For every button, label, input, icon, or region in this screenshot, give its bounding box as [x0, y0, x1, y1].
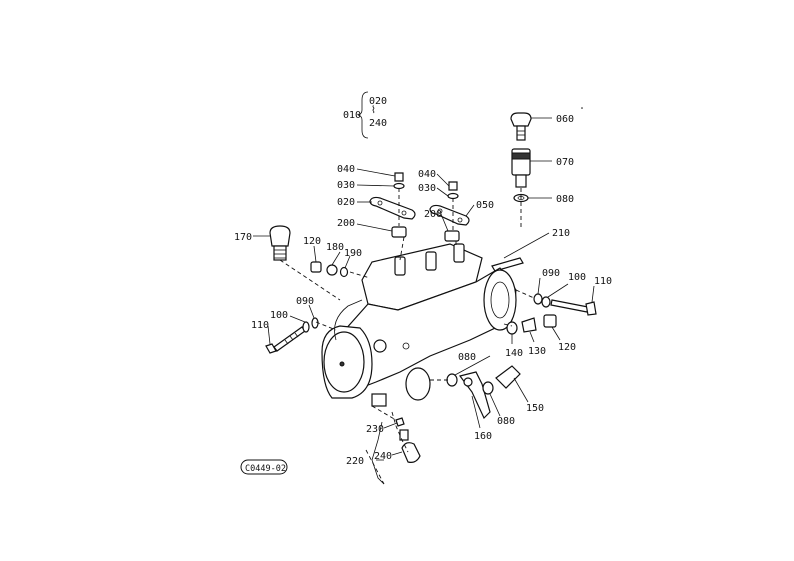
group-from-label: 020	[369, 96, 387, 107]
callout-labels: 060 070 080 040 030 020 040 030 050 200 …	[234, 114, 612, 467]
banjo-bolt-head	[510, 112, 532, 127]
bottom-nipple-set	[391, 411, 421, 463]
bolt-110-left-head	[265, 343, 277, 354]
callout-100-right: 100	[568, 272, 586, 283]
stray-dot	[581, 107, 583, 109]
callout-080-lever: 080	[458, 352, 476, 363]
callout-200-left: 200	[337, 218, 355, 229]
group-to-label: 240	[369, 118, 387, 129]
diagram-code-box: C0449-02	[240, 459, 288, 475]
left-bolt-set	[265, 317, 319, 354]
right-fittings	[506, 314, 557, 335]
rear-cylinder	[483, 269, 517, 331]
bottom-fitting	[371, 393, 387, 407]
group-main-label: 010	[343, 110, 361, 121]
fitting-150	[495, 365, 521, 389]
inlet-fitting-assembly	[510, 112, 532, 203]
callout-130: 130	[528, 346, 546, 357]
pipe-line	[334, 299, 363, 341]
callout-030-left: 030	[337, 180, 355, 191]
banjo-bolt-shank	[516, 125, 526, 141]
callout-110-left: 110	[251, 320, 269, 331]
group-brace	[357, 91, 369, 139]
nut-040-left	[394, 172, 404, 182]
callout-120-right: 120	[558, 342, 576, 353]
clamp-plate-020	[369, 196, 416, 220]
delivery-holder-2	[425, 251, 437, 271]
callout-090-left: 090	[296, 296, 314, 307]
callout-030-right: 030	[418, 183, 436, 194]
front-cover-face	[323, 331, 365, 393]
callout-150: 150	[526, 403, 544, 414]
nut-040-right	[448, 181, 458, 191]
adjust-screw	[373, 339, 387, 353]
delivery-holder-1	[394, 256, 406, 276]
callout-070: 070	[556, 157, 574, 168]
washer-190	[339, 266, 349, 278]
callout-140: 140	[505, 348, 523, 359]
washer-080-lever	[446, 373, 458, 387]
plug-120-upper	[310, 261, 322, 273]
callout-040-left: 040	[337, 164, 355, 175]
callout-240: 240	[374, 451, 392, 462]
filter-nozzle	[515, 174, 527, 188]
callout-210: 210	[552, 228, 570, 239]
washer-030-right	[447, 192, 459, 200]
group-tilde: ⌇	[371, 105, 376, 116]
washer-100-left	[302, 321, 310, 333]
callout-160: 160	[474, 431, 492, 442]
nipple-220	[401, 442, 421, 463]
callout-110-right: 110	[594, 276, 612, 287]
bolt-110-right-head	[585, 301, 597, 316]
part-230	[395, 417, 405, 427]
assembly-axes	[279, 188, 535, 485]
callout-220: 220	[346, 456, 364, 467]
callout-230: 230	[366, 424, 384, 435]
washer-140	[506, 321, 518, 335]
washer-100-right	[541, 296, 551, 308]
callout-190: 190	[344, 248, 362, 259]
callout-100-left: 100	[270, 310, 288, 321]
callout-180: 180	[326, 242, 344, 253]
callout-090-right: 090	[542, 268, 560, 279]
callout-040-right: 040	[418, 169, 436, 180]
callout-060: 060	[556, 114, 574, 125]
callout-020: 020	[337, 197, 355, 208]
bolt-170	[269, 225, 291, 261]
callout-050: 050	[476, 200, 494, 211]
upper-left-fittings	[310, 261, 349, 278]
bolt-110-right-shank	[550, 299, 589, 313]
filter-band	[511, 152, 531, 160]
right-clamp-parts	[429, 181, 470, 242]
callout-080-lower: 080	[497, 416, 515, 427]
callout-200-right: 200	[424, 209, 442, 220]
washer-080-lower	[482, 381, 494, 395]
diagram-code: C0449-02	[245, 464, 286, 474]
injection-pump-body	[321, 243, 517, 407]
lever-boss	[405, 367, 431, 401]
group-reference: 010 020 ⌇ 240	[343, 91, 387, 139]
callout-170: 170	[234, 232, 252, 243]
clamp-plate-050	[429, 204, 470, 226]
stop-lever-set	[446, 365, 521, 420]
lever-160	[458, 371, 491, 420]
cap-200-left	[391, 226, 407, 238]
bottom-group-brace	[371, 421, 385, 485]
plug-120-right	[543, 314, 557, 328]
washer-030-left	[393, 182, 405, 190]
bolt-110-left-shank	[273, 326, 306, 352]
cap-200-right	[444, 230, 460, 242]
callout-080-washer: 080	[556, 194, 574, 205]
fitting-130	[521, 317, 537, 333]
leader-lines	[253, 117, 595, 461]
washer-090-left	[311, 317, 319, 329]
plug-180	[326, 264, 338, 276]
washer-090-right	[533, 293, 543, 305]
left-clamp-parts	[369, 172, 416, 238]
callout-120-upper: 120	[303, 236, 321, 247]
delivery-holder-3	[453, 243, 465, 263]
right-bolt-set	[533, 293, 597, 316]
pin-210	[491, 257, 524, 272]
